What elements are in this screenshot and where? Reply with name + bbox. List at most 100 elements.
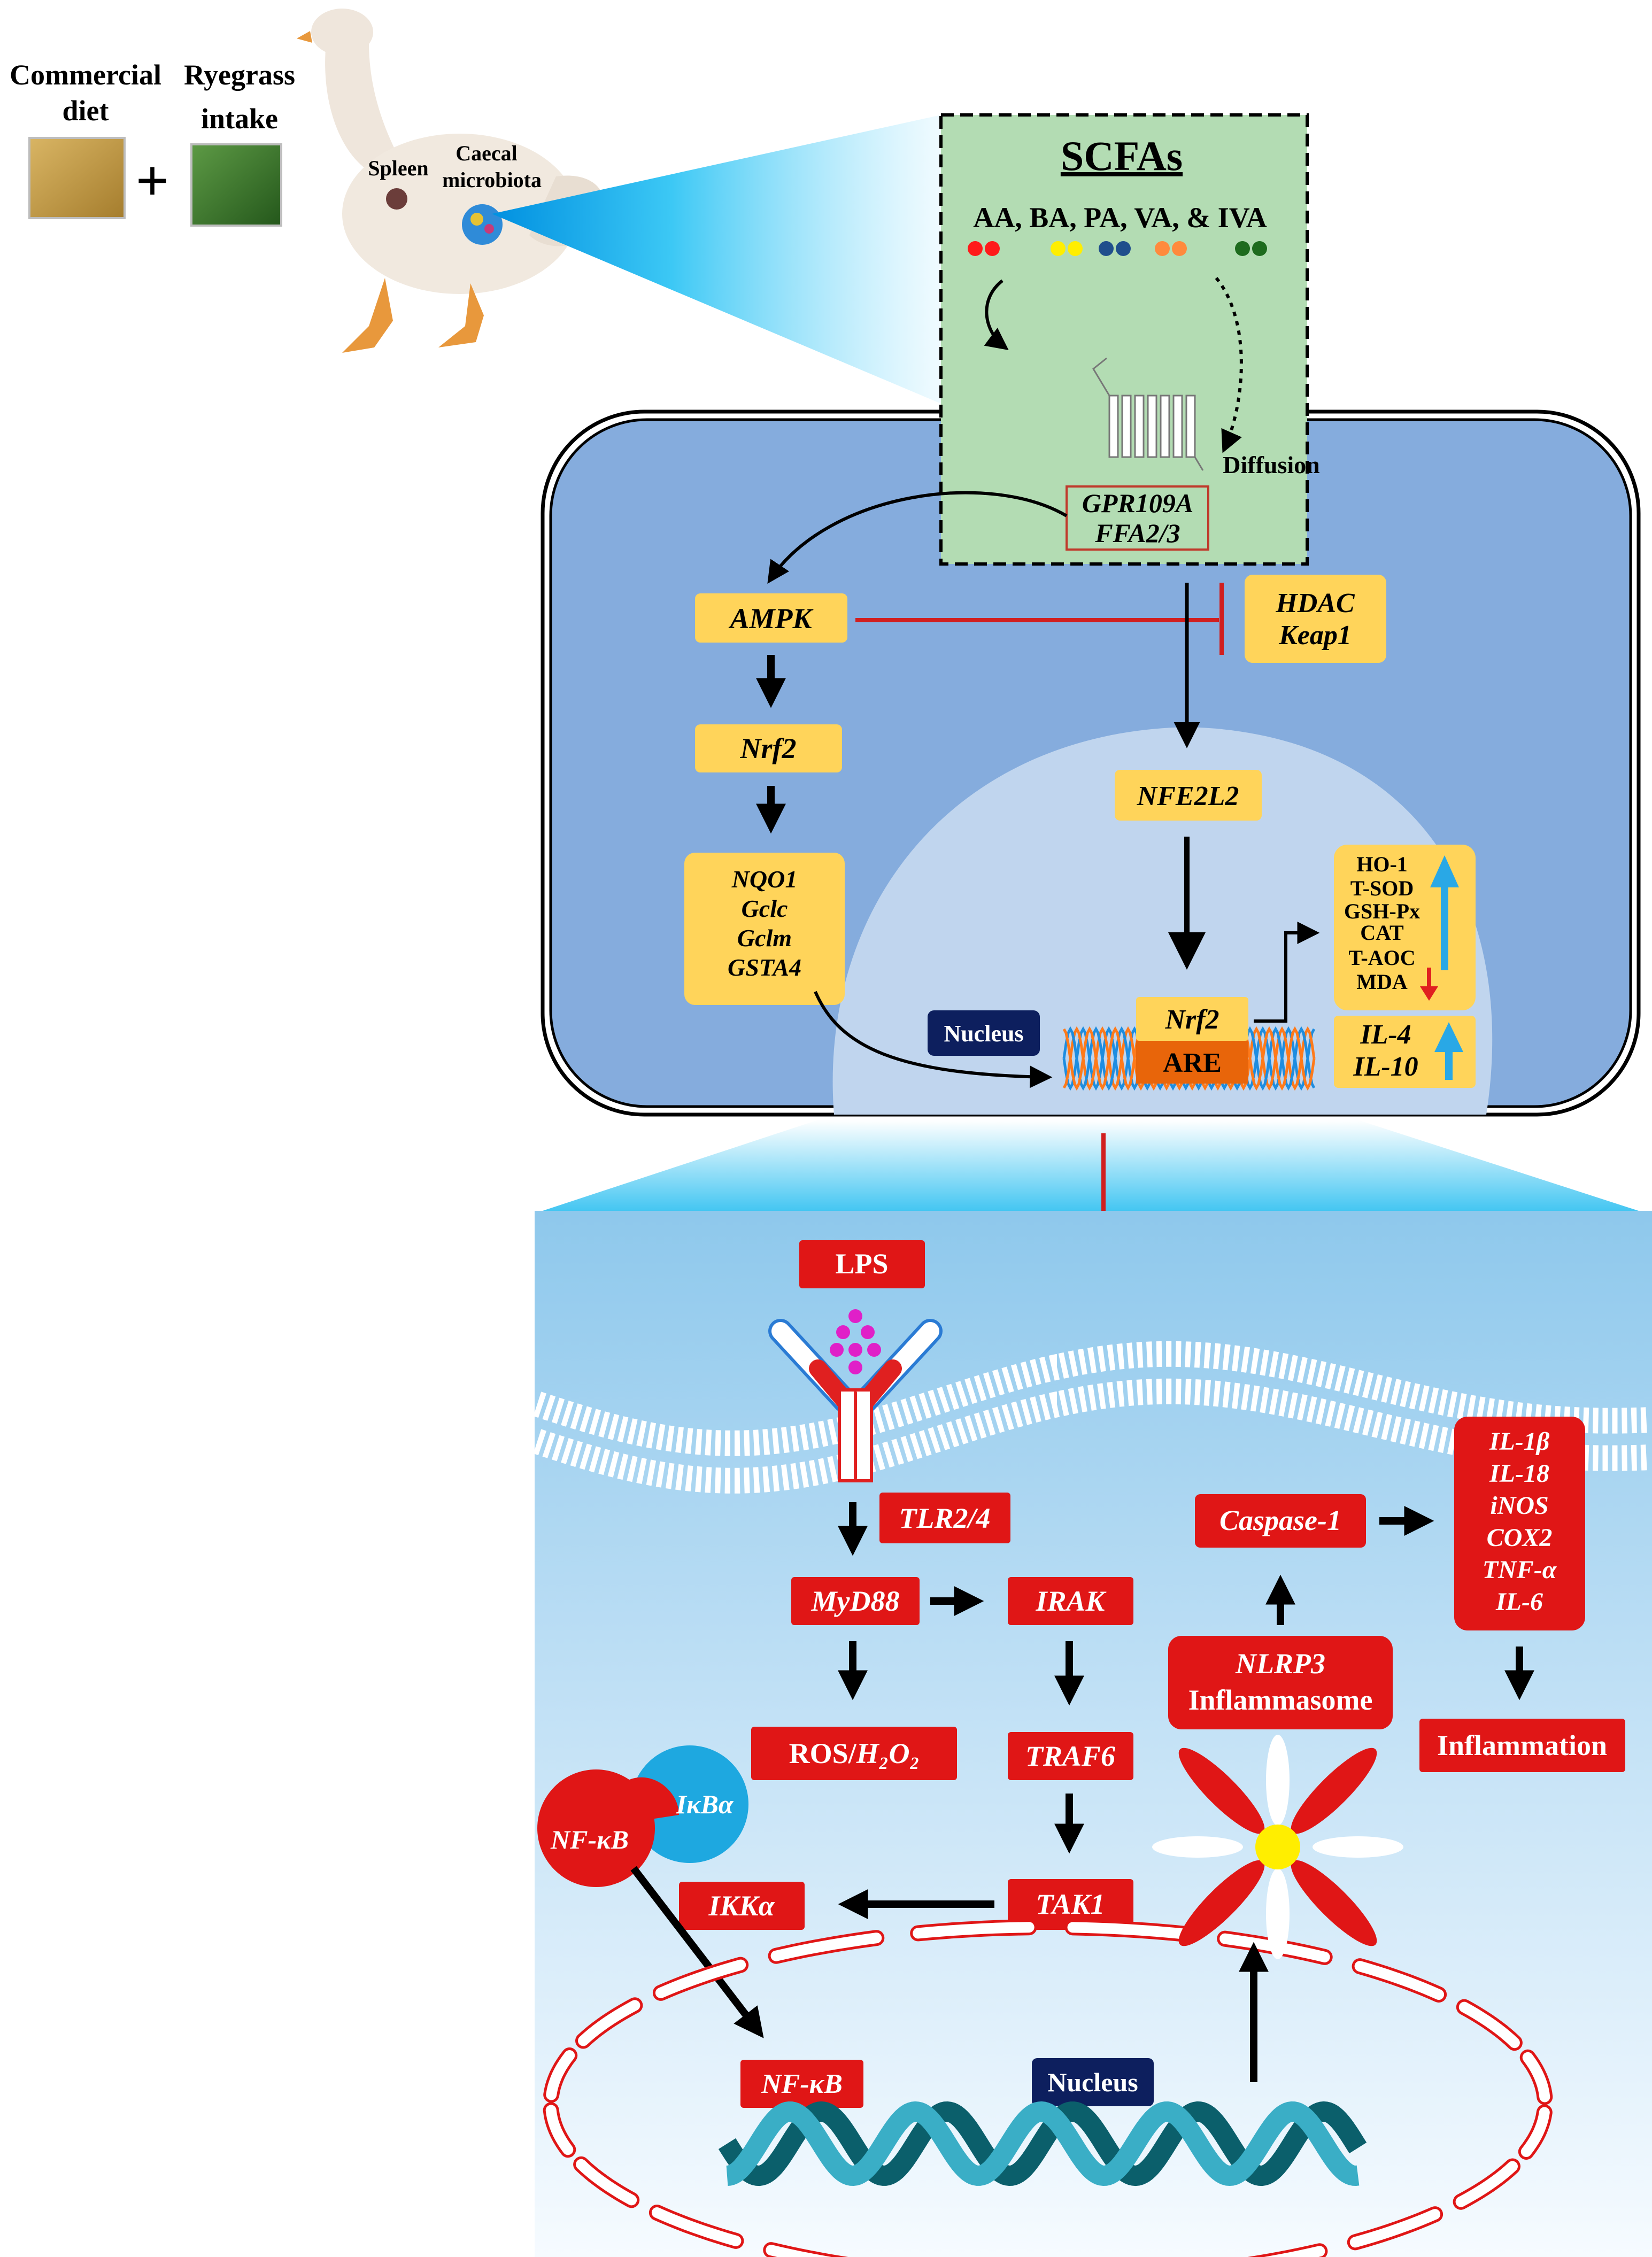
scfa-dot	[1116, 241, 1131, 256]
svg-text:IL-18: IL-18	[1489, 1459, 1549, 1488]
scfa-acids: AA, BA, PA, VA, & IVA	[973, 202, 1267, 234]
nucleus-label-upper-box	[928, 1010, 1040, 1056]
svg-text:IL-10: IL-10	[1353, 1052, 1418, 1082]
svg-text:T-SOD: T-SOD	[1350, 876, 1414, 900]
svg-text:IL-6: IL-6	[1495, 1588, 1543, 1616]
membrane-outer-leaflet	[533, 1341, 1651, 1456]
dna-strand	[726, 2101, 1360, 2186]
nfkb-nuclear-label: NF-κB	[761, 2069, 843, 2099]
svg-text:microbiota: microbiota	[442, 168, 542, 192]
complex-overlap	[628, 1777, 679, 1820]
nuclear-envelope-segment-inner	[1520, 2107, 1550, 2157]
lps-box	[799, 1240, 925, 1288]
svg-text:Ryegrass: Ryegrass	[184, 59, 295, 91]
il-labels: IL-4 IL-10	[1353, 1019, 1418, 1082]
nuclear-envelope-segment-inner	[576, 2159, 637, 2206]
svg-text:HO-1: HO-1	[1356, 852, 1408, 876]
svg-text:GSH-Px: GSH-Px	[1344, 899, 1420, 923]
ikba-shape	[631, 1745, 748, 1863]
increase-arrow-icon	[1430, 855, 1459, 970]
ikka-box	[679, 1882, 805, 1930]
scfa-dot	[1099, 241, 1114, 256]
nuclear-envelope-segment-inner	[766, 2245, 832, 2257]
svg-text:intake: intake	[201, 103, 278, 135]
scfa-curved-arrow	[984, 279, 1009, 351]
commercial-diet-label: Commercial diet	[10, 59, 161, 127]
nlrp3-box	[1168, 1636, 1393, 1729]
tlr-label: TLR2/4	[899, 1502, 991, 1534]
nuclear-envelope-segment-inner	[651, 2207, 742, 2246]
nuclear-envelope-segment-inner	[1264, 2246, 1325, 2257]
scfa-dot	[1235, 241, 1250, 256]
svg-text:Gclc: Gclc	[742, 895, 788, 922]
nrf2-cyto-box	[695, 724, 842, 772]
scfa-dot	[1155, 241, 1170, 256]
goose-illustration	[297, 9, 605, 353]
svg-text:IL-4: IL-4	[1360, 1019, 1411, 1050]
nfe2l2-box	[1115, 770, 1262, 821]
svg-text:COX2: COX2	[1487, 1524, 1553, 1552]
svg-text:GSTA4: GSTA4	[728, 954, 801, 981]
diffusion-label: Diffusion	[1223, 451, 1319, 478]
nrf2-nuclear-label: Nrf2	[1164, 1004, 1219, 1035]
inflammation-box	[1419, 1719, 1625, 1772]
caecal-microbiota-label: Caecal microbiota	[442, 141, 542, 192]
irak-label: IRAK	[1035, 1585, 1107, 1617]
svg-text:NQO1: NQO1	[731, 865, 798, 893]
nucleus-label-lower: Nucleus	[1047, 2067, 1138, 2097]
nfkb-complex-label: NF-κB	[550, 1825, 629, 1854]
arrow-nfkb-to-nucleus	[630, 1866, 764, 2038]
inflammasome-assembly-icon	[1152, 1735, 1403, 1959]
lps-label: LPS	[835, 1248, 888, 1280]
spleen-label: Spleen	[368, 156, 428, 180]
scfa-dots	[968, 241, 1267, 256]
h2o2-text: H₂O₂	[856, 1737, 920, 1769]
nuclear-envelope-segment-inner	[655, 1959, 746, 1998]
svg-text:TNF-α: TNF-α	[1483, 1556, 1557, 1584]
are-box	[1136, 1041, 1248, 1084]
il-box	[1334, 1016, 1476, 1088]
zoom-funnel-top	[492, 115, 941, 404]
nlrp3-label: NLRP3 Inflammasome	[1188, 1648, 1373, 1716]
nfkb-shape	[537, 1769, 655, 1887]
ampk-label: AMPK	[728, 602, 814, 635]
svg-text:Caecal: Caecal	[456, 141, 518, 165]
arrow-nrf2-to-antioxidants	[1254, 922, 1320, 1023]
svg-text:CAT: CAT	[1360, 921, 1404, 945]
nuclear-envelope-segment-inner	[1349, 2209, 1441, 2248]
svg-text:NLRP3: NLRP3	[1235, 1648, 1325, 1680]
cytokine-labels: IL-1β IL-18 iNOS COX2 TNF-α IL-6	[1483, 1427, 1557, 1616]
nuclear-envelope-segment-inner	[1354, 1961, 1445, 2000]
cytokines-box	[1454, 1417, 1585, 1630]
nuclear-envelope-segment-inner	[1455, 2161, 1518, 2207]
nuclear-envelope-segment-inner	[1067, 1922, 1189, 1939]
decrease-arrow-icon	[1420, 968, 1438, 1001]
arrow-targets-to-dna	[814, 991, 1053, 1088]
arrow-receptor-to-ampk	[767, 491, 1068, 584]
scfa-dot	[1068, 241, 1083, 256]
commercial-diet-image	[28, 137, 126, 219]
ryegrass-intake-label: Ryegrass intake	[184, 59, 295, 135]
scfa-dot	[1172, 241, 1187, 256]
scfa-dot	[985, 241, 1000, 256]
nuclear-envelope-segment-inner	[1522, 2052, 1550, 2103]
myd88-box	[791, 1577, 920, 1625]
nucleus-label-upper: Nucleus	[944, 1021, 1023, 1047]
ros-box	[751, 1727, 957, 1780]
nrf2-target-genes: NQO1 Gclc Gclm GSTA4	[728, 865, 801, 981]
nuclear-envelope-segment-inner	[578, 2000, 640, 2046]
tlr-box	[879, 1493, 1010, 1543]
tak1-box	[1008, 1879, 1133, 1930]
nuclear-envelope-segment-inner	[546, 2050, 575, 2100]
inflammation-label: Inflammation	[1437, 1729, 1607, 1761]
ampk-box	[695, 593, 847, 643]
nuclear-envelope-segment-inner	[913, 1922, 1035, 1939]
ikba-label: IκBα	[676, 1789, 734, 1819]
receptor-labels: GPR109A FFA2/3	[1082, 488, 1193, 548]
nucleus-label-lower-box	[1032, 2058, 1154, 2106]
zoom-funnel-lower	[543, 1120, 1639, 1211]
svg-text:Inflammasome: Inflammasome	[1188, 1684, 1373, 1716]
svg-text:Keap1: Keap1	[1278, 620, 1352, 651]
svg-text:Commercial: Commercial	[10, 59, 161, 91]
